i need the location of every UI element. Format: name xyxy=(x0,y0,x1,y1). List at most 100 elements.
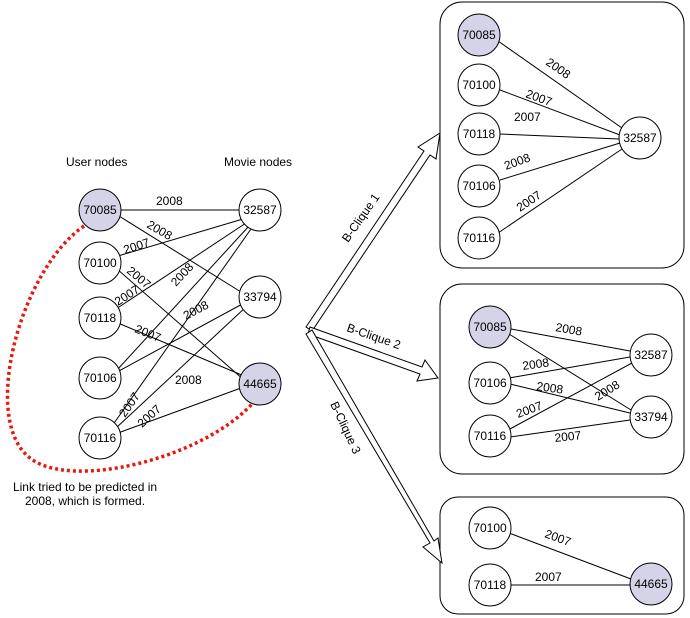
edge-70100-32587 xyxy=(117,218,244,257)
user-node-label: 70106 xyxy=(462,179,496,193)
user-node-circle xyxy=(457,112,501,156)
user-node-label: 70085 xyxy=(83,203,117,217)
edge-70106-32587 xyxy=(116,225,250,371)
user-node-circle xyxy=(468,305,512,349)
edge-70116-44665 xyxy=(117,387,242,434)
clique-2-nodes: 70085 70106 70116 32587 33794 xyxy=(468,305,673,458)
movie-node-circle xyxy=(238,188,282,232)
movie-node-label: 32587 xyxy=(243,203,277,217)
user-node[interactable]: 70118 xyxy=(78,296,122,340)
edge xyxy=(508,333,632,411)
user-node-circle xyxy=(457,216,501,260)
clique-3-nodes: 70100 70118 44665 xyxy=(468,506,673,607)
edge-70118-44665 xyxy=(117,322,245,377)
arrow-shape xyxy=(305,329,443,565)
user-node[interactable]: 70116 xyxy=(468,414,512,458)
edge xyxy=(508,532,632,580)
user-node[interactable]: 70106 xyxy=(468,361,512,405)
arrow-label: B-Clique 3 xyxy=(327,399,364,456)
movie-node-circle xyxy=(629,562,673,606)
edge-label: 2007 xyxy=(122,235,152,257)
user-node[interactable]: 70085 xyxy=(468,305,512,349)
edge-label: 2008 xyxy=(156,194,183,208)
user-node[interactable]: 70116 xyxy=(78,416,122,460)
left-graph-edges xyxy=(111,209,252,434)
edge-70106-33794 xyxy=(116,301,247,373)
user-node-circle xyxy=(78,241,122,285)
movie-node[interactable]: 44665 xyxy=(238,362,282,406)
arrow-label: B-Clique 1 xyxy=(339,191,383,245)
edge xyxy=(508,356,631,379)
edge-70085-33794 xyxy=(118,215,242,293)
user-node-circle xyxy=(457,164,501,208)
user-node-circle xyxy=(468,361,512,405)
user-node-circle xyxy=(78,356,122,400)
user-node-label: 70116 xyxy=(463,231,496,245)
clique-1-edges xyxy=(497,40,623,234)
movie-node[interactable]: 33794 xyxy=(629,395,673,439)
user-node-label: 70118 xyxy=(84,311,117,325)
user-node[interactable]: 70106 xyxy=(78,356,122,400)
user-node[interactable]: 70118 xyxy=(457,112,501,156)
movie-node-circle xyxy=(238,275,282,319)
edge-label: 2008 xyxy=(145,217,175,243)
user-node-label: 70100 xyxy=(83,256,117,270)
predicted-link-caption: Link tried to be predicted in xyxy=(13,480,157,494)
edge-label: 2008 xyxy=(536,379,565,397)
edge xyxy=(509,383,631,414)
user-node-label: 70106 xyxy=(83,371,117,385)
user-node-label: 70106 xyxy=(473,376,507,390)
predicted-link-curve xyxy=(5,224,254,473)
edge xyxy=(497,40,623,129)
edge xyxy=(507,362,633,431)
user-node-circle xyxy=(468,563,512,607)
arrow-to-clique-1: B-Clique 1 xyxy=(305,131,441,332)
edge-70100-44665 xyxy=(116,268,245,381)
arrow-shape xyxy=(307,326,439,382)
edge-label: 2007 xyxy=(514,110,541,124)
user-node[interactable]: 70118 xyxy=(468,563,512,607)
user-node-label: 70085 xyxy=(462,28,496,42)
movie-node-label: 44665 xyxy=(634,577,668,591)
movie-node-label: 33794 xyxy=(634,410,668,424)
clique-3-edges xyxy=(508,532,632,586)
movie-node[interactable]: 32587 xyxy=(618,116,662,160)
user-node[interactable]: 70100 xyxy=(457,63,501,107)
clique-2-edges xyxy=(507,328,633,438)
edge xyxy=(497,148,623,234)
user-node-label: 70116 xyxy=(84,431,117,445)
movie-node[interactable]: 32587 xyxy=(629,333,673,377)
edge xyxy=(499,142,621,181)
movie-node[interactable]: 33794 xyxy=(238,275,282,319)
user-node[interactable]: 70100 xyxy=(468,506,512,550)
predicted-link-caption: 2008, which is formed. xyxy=(25,494,145,508)
arrow-to-clique-3: B-Clique 3 xyxy=(305,329,443,565)
movie-nodes-title: Movie nodes xyxy=(224,155,292,169)
edge-label: 2008 xyxy=(175,373,202,387)
arrow-to-clique-2: B-Clique 2 xyxy=(307,321,439,382)
user-node[interactable]: 70116 xyxy=(457,216,501,260)
user-node-circle xyxy=(78,416,122,460)
movie-node-label: 33794 xyxy=(243,290,277,304)
edge-70116-33794 xyxy=(115,305,248,429)
edge xyxy=(499,133,620,140)
clique-1-nodes: 70085 70100 70118 70106 70116 32587 xyxy=(457,13,662,260)
user-node-circle xyxy=(468,506,512,550)
movie-node[interactable]: 32587 xyxy=(238,188,282,232)
user-node-label: 70116 xyxy=(474,429,507,443)
user-node-label: 70118 xyxy=(463,127,496,141)
edge-label: 2008 xyxy=(181,298,211,323)
user-node[interactable]: 70106 xyxy=(457,164,501,208)
user-node-circle xyxy=(457,13,501,57)
movie-node[interactable]: 44665 xyxy=(629,562,673,606)
user-node-label: 70085 xyxy=(473,320,507,334)
user-node[interactable]: 70085 xyxy=(457,13,501,57)
user-node[interactable]: 70085 xyxy=(78,188,122,232)
user-node-label: 70100 xyxy=(473,521,507,535)
user-node[interactable]: 70100 xyxy=(78,241,122,285)
user-node-label: 70118 xyxy=(474,578,507,592)
movie-node-circle xyxy=(629,395,673,439)
edge xyxy=(499,89,621,136)
